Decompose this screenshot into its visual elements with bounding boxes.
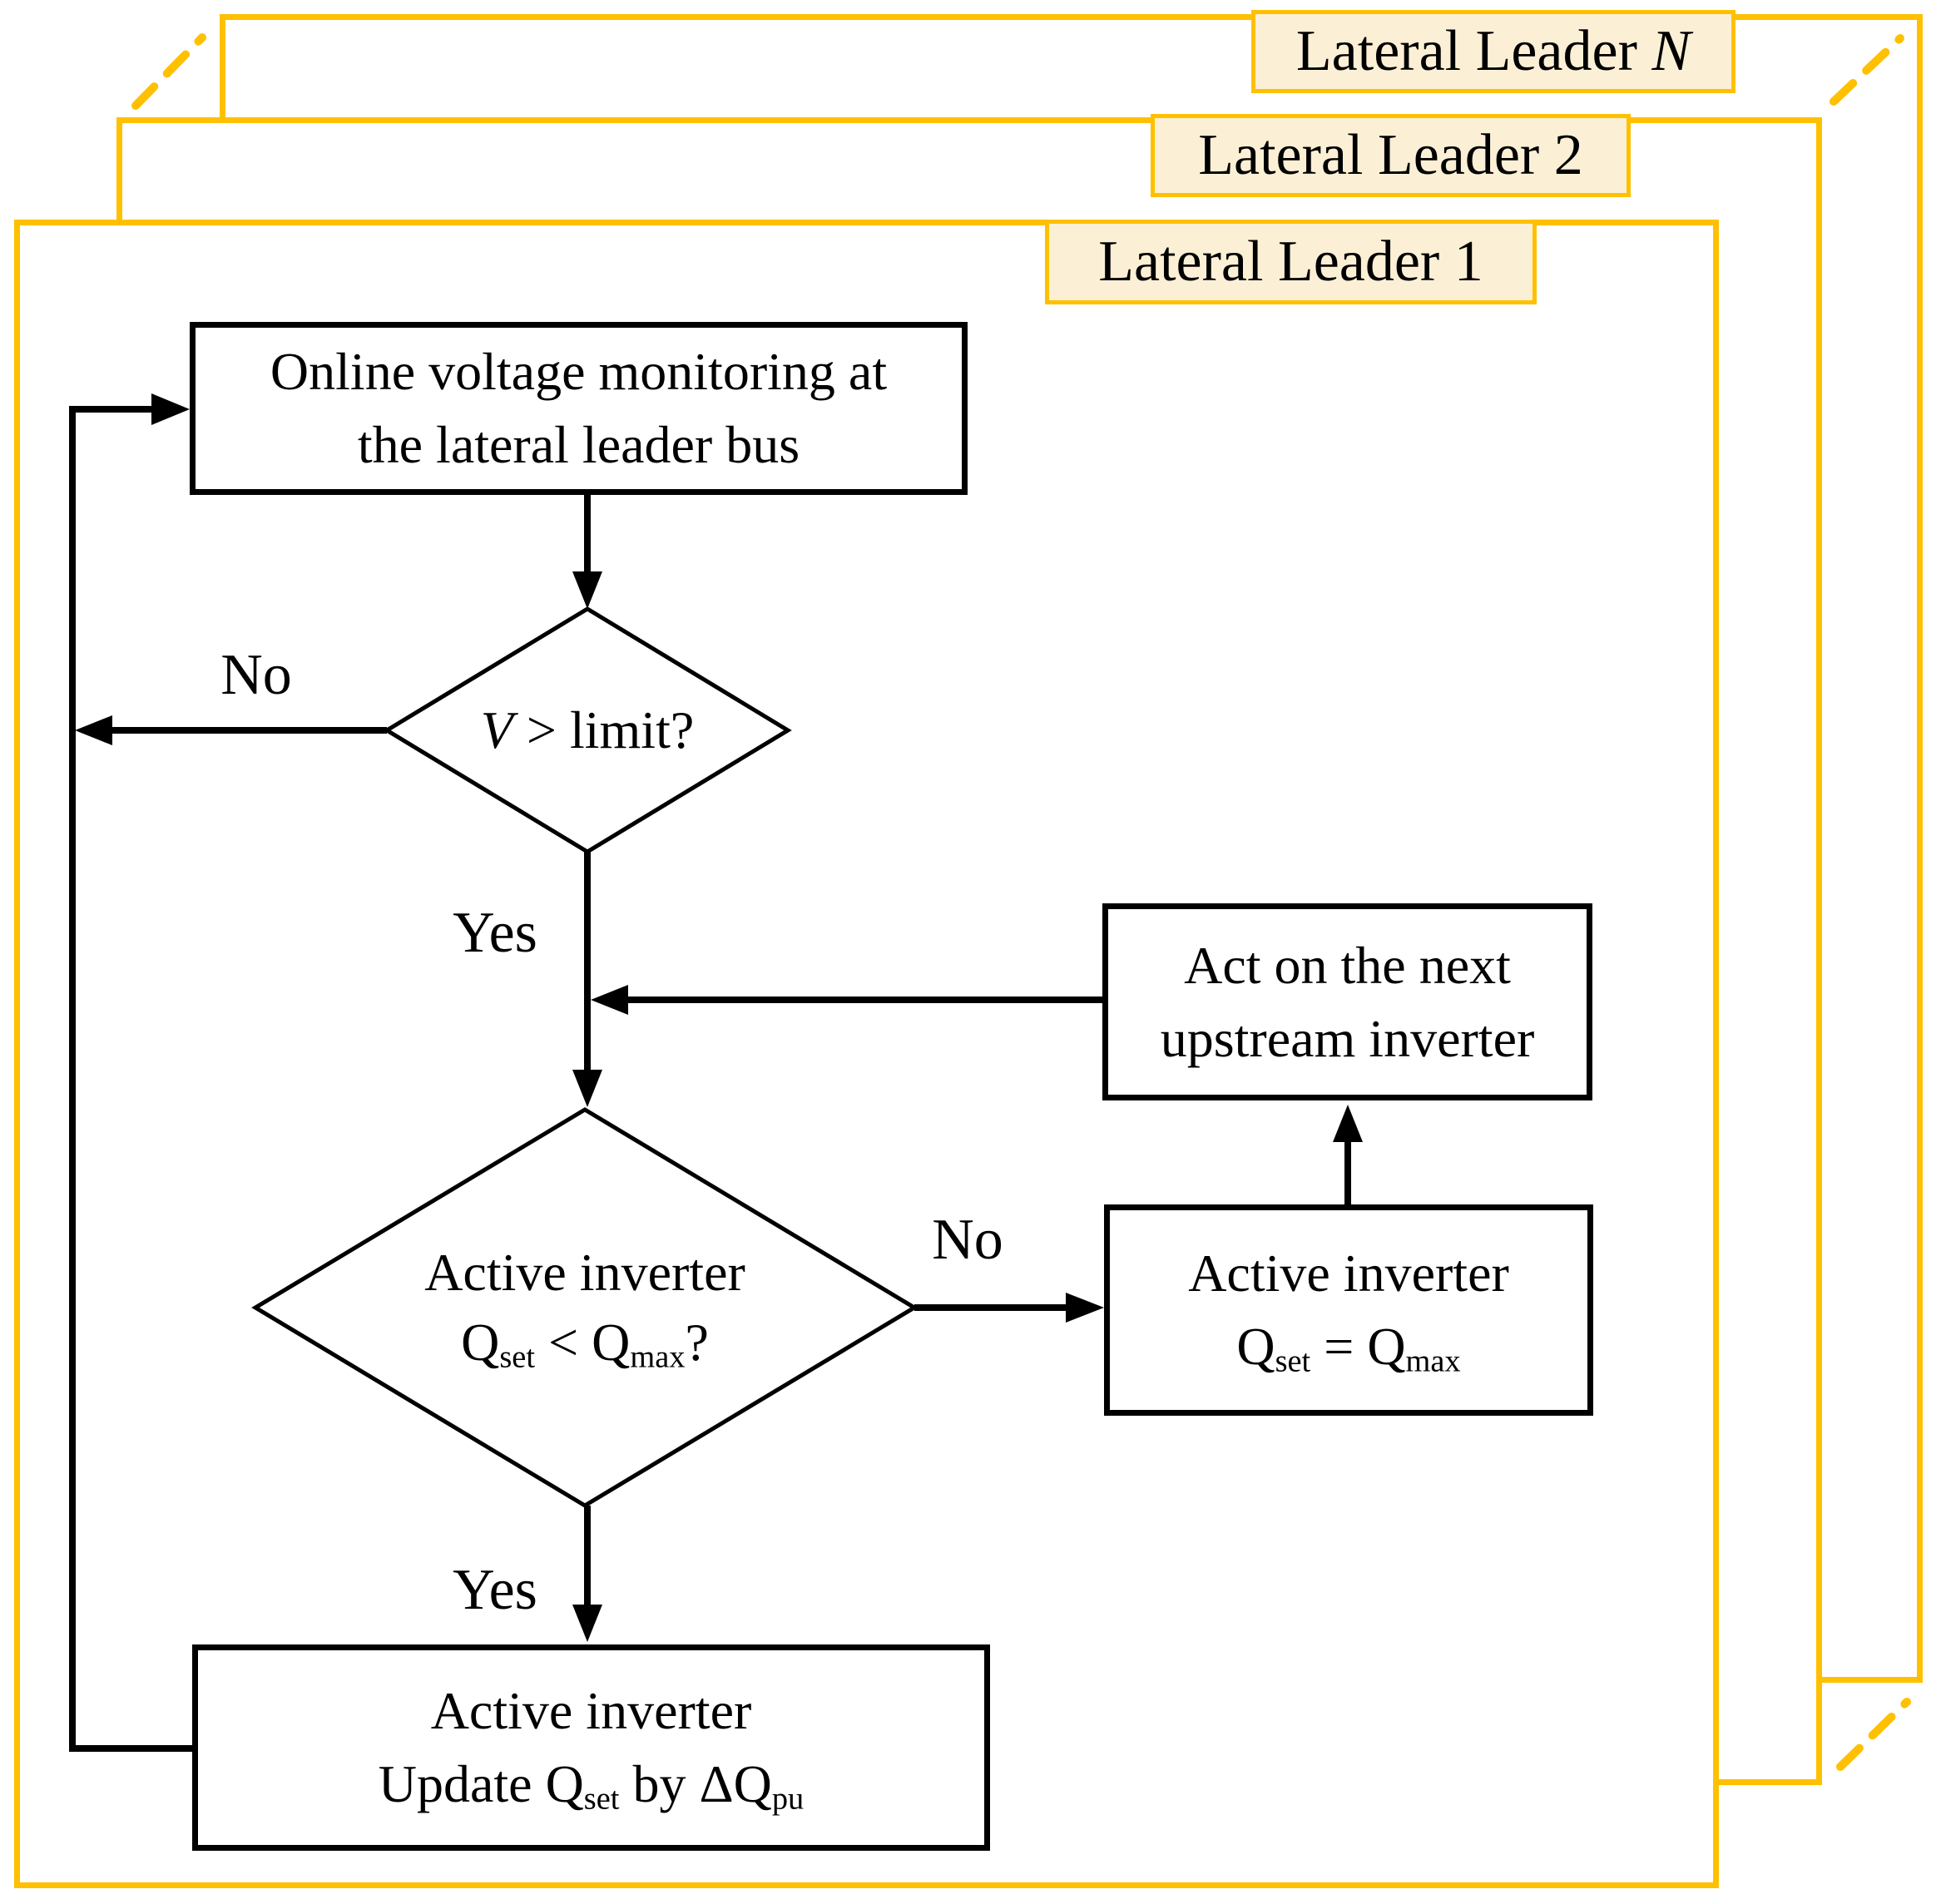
arrowhead-into-vlimit [572, 571, 602, 609]
label-lateral-leader-n: Lateral Leader N [1251, 10, 1735, 93]
label-lateral-leader-1: Lateral Leader 1 [1045, 220, 1537, 304]
process-qset-equals-qmax: Active inverter Qset = Qmax [1104, 1204, 1593, 1416]
continuation-dashes-top-left [131, 33, 206, 110]
decision-v-limit-shape [383, 606, 792, 854]
arrowhead-into-act [1333, 1105, 1363, 1142]
process-text-line: upstream inverter [1160, 1008, 1535, 1068]
process-update-qset: Active inverter Update Qset by ΔQpu [192, 1644, 990, 1851]
arrowhead-into-update [572, 1605, 602, 1642]
process-online-voltage-monitoring: Online voltage monitoring at the lateral… [190, 322, 968, 495]
process-text-line: Qset = Qmax [1236, 1317, 1461, 1379]
process-text-line: Update Qset by ΔQpu [378, 1754, 805, 1817]
decision-v-limit-text: V > limit? [480, 700, 695, 759]
label-lateral-leader-2: Lateral Leader 2 [1151, 114, 1631, 197]
process-text-line: Online voltage monitoring at [270, 342, 888, 401]
branch-label-no-1: No [220, 643, 292, 707]
arrowhead-into-monitor [151, 393, 190, 425]
process-act-next-upstream-inverter: Act on the next upstream inverter [1102, 903, 1592, 1100]
decision-qcheck-text: Active inverter Qset < Qmax? [424, 1243, 745, 1375]
arrowhead-no-into-loop [75, 715, 112, 745]
branch-label-no-2: No [932, 1208, 1003, 1272]
process-text-line: Active inverter [1188, 1244, 1509, 1303]
arrowhead-act-into-main [591, 985, 628, 1015]
decision-qcheck-shape [251, 1107, 918, 1508]
loop-connector [69, 406, 192, 1752]
branch-label-yes-1: Yes [453, 901, 537, 965]
process-text-line: Act on the next [1184, 935, 1511, 995]
connectors [69, 393, 1363, 1752]
process-text-line: Active inverter [430, 1681, 752, 1740]
continuation-dashes-top-right [1830, 34, 1904, 106]
branch-label-yes-2: Yes [453, 1558, 537, 1622]
continuation-dashes-bottom-right [1836, 1698, 1911, 1771]
process-text-line: the lateral leader bus [357, 415, 800, 474]
continuation-dashes [131, 33, 1911, 1771]
arrowhead-into-qcheck [572, 1070, 602, 1107]
arrowhead-into-qset [1066, 1293, 1104, 1323]
